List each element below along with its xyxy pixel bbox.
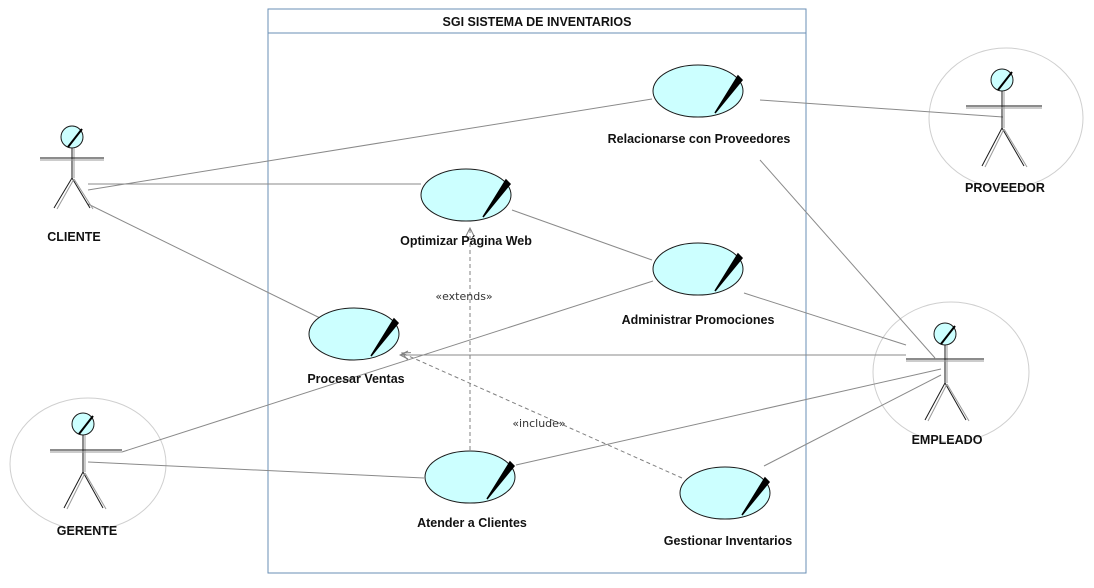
use-case-atender[interactable]: Atender a Clientes [417,450,527,530]
include-label: «include» [512,417,565,430]
proveedor-halo [928,47,1084,189]
line-atender-empleado [515,368,942,466]
actor-label: EMPLEADO [912,433,983,447]
include-line [402,353,683,479]
line-optimizar-administrar [511,209,653,261]
line-gerente-atender [87,461,425,479]
use-case-procesar[interactable]: Procesar Ventas [307,307,405,386]
use-case-label: Optimizar Página Web [400,234,532,248]
association-lines [87,98,1004,479]
actor-label: PROVEEDOR [965,181,1045,195]
use-case-administrar[interactable]: Administrar Promociones [622,242,775,327]
actor-empleado[interactable]: EMPLEADO [906,322,984,447]
actor-proveedor[interactable]: PROVEEDOR [965,68,1045,195]
line-gestionar-empleado [763,374,942,467]
use-case-label: Administrar Promociones [622,313,775,327]
line-administrar-gerente [121,280,654,453]
extends-label: «extends» [435,290,492,303]
use-case-label: Atender a Clientes [417,516,527,530]
actor-label: CLIENTE [47,230,100,244]
line-relacionarse-empleado [759,159,936,359]
system-title: SGI SISTEMA DE INVENTARIOS [443,15,632,29]
empleado-halo [872,301,1030,443]
use-case-relacionarse[interactable]: Relacionarse con Proveedores [608,64,791,146]
actor-label: GERENTE [57,524,117,538]
line-cliente-procesar [87,203,321,319]
use-case-label: Gestionar Inventarios [664,534,793,548]
use-case-optimizar[interactable]: Optimizar Página Web [400,168,532,248]
line-cliente-relacionarse [87,98,653,191]
actor-cliente[interactable]: CLIENTE [40,125,104,244]
line-administrar-empleado [743,292,907,346]
use-case-gestionar[interactable]: Gestionar Inventarios [664,466,793,548]
actor-gerente[interactable]: GERENTE [50,412,122,538]
use-case-label: Relacionarse con Proveedores [608,132,791,146]
gerente-halo [9,397,167,531]
dependency-lines [402,228,683,479]
use-case-label: Procesar Ventas [307,372,404,386]
line-relacionarse-proveedor [759,99,1004,118]
